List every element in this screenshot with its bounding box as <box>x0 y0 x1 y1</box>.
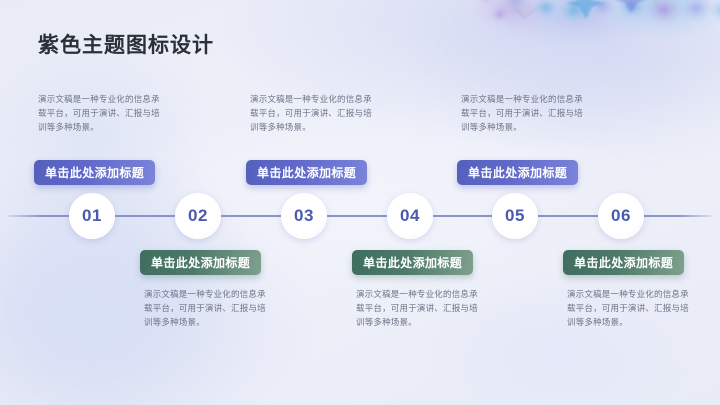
timeline-node-03[interactable]: 03 <box>281 193 327 239</box>
timeline-spine <box>8 215 712 217</box>
timeline-description-05: 演示文稿是一种专业化的信息承载平台，可用于演讲、汇报与培训等多种场景。 <box>461 94 583 133</box>
timeline-description-01: 演示文稿是一种专业化的信息承载平台，可用于演讲、汇报与培训等多种场景。 <box>38 94 160 133</box>
timeline-node-04[interactable]: 04 <box>387 193 433 239</box>
timeline-node-05[interactable]: 05 <box>492 193 538 239</box>
timeline-label-button-01[interactable]: 单击此处添加标题 <box>34 160 156 185</box>
timeline-node-number: 06 <box>611 206 631 225</box>
timeline-node-06[interactable]: 06 <box>598 193 644 239</box>
timeline-node-number: 04 <box>400 206 420 225</box>
timeline-node-number: 01 <box>82 206 102 225</box>
timeline-node-02[interactable]: 02 <box>175 193 221 239</box>
timeline-description-04: 演示文稿是一种专业化的信息承载平台，可用于演讲、汇报与培训等多种场景。 <box>356 289 478 328</box>
timeline-label-button-05[interactable]: 单击此处添加标题 <box>457 160 579 185</box>
timeline-node-number: 05 <box>505 206 525 225</box>
page-title: 紫色主题图标设计 <box>38 34 214 57</box>
timeline-node-number: 03 <box>294 206 314 225</box>
timeline-description-02: 演示文稿是一种专业化的信息承载平台，可用于演讲、汇报与培训等多种场景。 <box>144 289 266 328</box>
timeline-description-06: 演示文稿是一种专业化的信息承载平台，可用于演讲、汇报与培训等多种场景。 <box>567 289 689 328</box>
timeline-label-button-04[interactable]: 单击此处添加标题 <box>352 250 474 275</box>
timeline-node-number: 02 <box>188 206 208 225</box>
timeline-node-01[interactable]: 01 <box>69 193 115 239</box>
timeline-label-button-03[interactable]: 单击此处添加标题 <box>246 160 368 185</box>
timeline-label-button-06[interactable]: 单击此处添加标题 <box>563 250 685 275</box>
timeline-label-button-02[interactable]: 单击此处添加标题 <box>140 250 262 275</box>
timeline-description-03: 演示文稿是一种专业化的信息承载平台，可用于演讲、汇报与培训等多种场景。 <box>250 94 372 133</box>
